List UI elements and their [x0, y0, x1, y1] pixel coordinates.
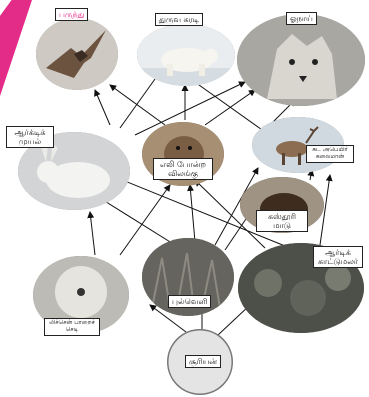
grassland-label-text: புல்வெளி — [172, 297, 207, 306]
wolf-label-text: ஓநாய் — [290, 14, 313, 23]
wolf-label: ஓநாய் — [286, 12, 317, 25]
sun-label-text: சூரியன் — [189, 357, 217, 366]
polar-bear-label-text: துருவ கரடி — [159, 15, 199, 24]
bird-label: பருந்து — [55, 8, 88, 21]
grassland-label: புல்வெளி — [168, 295, 211, 308]
arctic-hare-label-text: ஆர்க்டிக் முயல் — [10, 128, 50, 146]
arrow-hare-bear — [120, 72, 160, 128]
wolf-icon — [237, 14, 365, 106]
lichen-label: லிச்சென் பாறைச் செடி — [44, 318, 100, 336]
arctic-hare-label: ஆர்க்டிக் முயல் — [6, 126, 54, 148]
lemming-label: எலி போன்ற விலங்கு — [153, 158, 213, 180]
arrow-lemming-bird — [110, 85, 165, 125]
caribou-label: கட அபெயிர் கலைமான் — [306, 145, 354, 163]
polar-bear-icon — [137, 24, 235, 86]
hawk-icon — [36, 18, 118, 90]
musk-ox-label: கஸ்தூரி மாடு — [256, 210, 308, 232]
arrow-grass-lemming — [190, 185, 195, 242]
polar-bear-node — [137, 24, 235, 86]
polar-bear-label: துருவ கரடி — [155, 13, 203, 26]
bird-label-text: பருந்து — [59, 10, 84, 19]
arrow-hare-bird — [95, 90, 110, 125]
lichen-label-text: லிச்சென் பாறைச் செடி — [48, 320, 96, 334]
arrow-lichen-hare — [90, 212, 95, 255]
wolf-node — [237, 14, 365, 106]
arctic-flower-label: ஆர்டிக் காட்டுமலர் — [313, 246, 363, 268]
lemming-label-text: எலி போன்ற விலங்கு — [157, 160, 209, 178]
musk-ox-label-text: கஸ்தூரி மாடு — [260, 212, 304, 230]
bird-node — [36, 18, 118, 90]
sun-label: சூரியன் — [185, 355, 221, 368]
arctic-flower-label-text: ஆர்டிக் காட்டுமலர் — [317, 248, 359, 266]
caribou-label-text: கட அபெயிர் கலைமான் — [310, 147, 350, 161]
